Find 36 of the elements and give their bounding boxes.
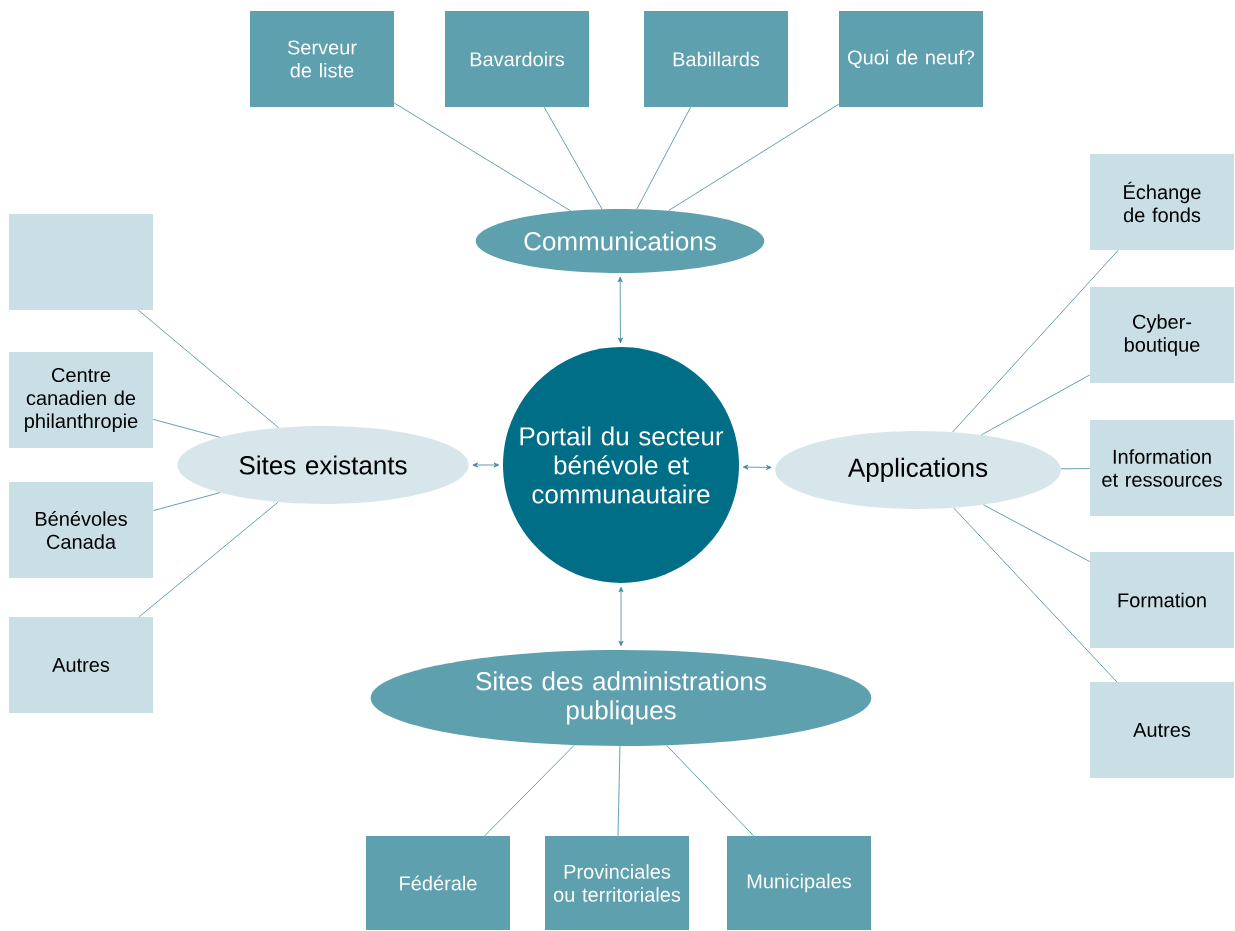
connector <box>1060 468 1091 470</box>
connector <box>484 744 575 837</box>
connector <box>668 103 840 212</box>
process-box: Bénévoles Canada <box>9 482 153 578</box>
process-box: Bavardoirs <box>445 11 589 107</box>
connector <box>138 501 279 618</box>
connector <box>618 586 624 647</box>
connector <box>636 106 692 210</box>
process-box: Centre canadien de philanthropie <box>9 352 153 448</box>
connector <box>953 507 1118 683</box>
process-box: Cyber-boutique <box>1090 287 1234 383</box>
connector <box>617 276 623 344</box>
empty-box <box>9 214 153 310</box>
connector <box>472 462 500 468</box>
connector <box>152 492 221 511</box>
connector <box>742 464 772 470</box>
connector <box>543 106 603 210</box>
process-box: Municipales <box>727 836 871 930</box>
connector <box>617 745 621 837</box>
process-box: Autres <box>1090 682 1234 778</box>
connector <box>952 249 1119 433</box>
connector <box>152 419 221 438</box>
process-box: Provinciales ou territoriales <box>545 836 689 930</box>
process-box: Formation <box>1090 552 1234 648</box>
process-box: Fédérale <box>366 836 510 930</box>
connector <box>666 745 754 837</box>
process-box: Échange de fonds <box>1090 154 1234 250</box>
process-box: Serveur de liste <box>250 11 394 107</box>
process-box: Babillards <box>644 11 788 107</box>
connector <box>983 504 1091 562</box>
process-box: Quoi de neuf? <box>839 11 983 107</box>
connector <box>393 102 571 212</box>
connector <box>981 374 1091 436</box>
connector <box>138 309 279 429</box>
process-box: Information et ressources <box>1090 420 1234 516</box>
process-box: Autres <box>9 617 153 713</box>
